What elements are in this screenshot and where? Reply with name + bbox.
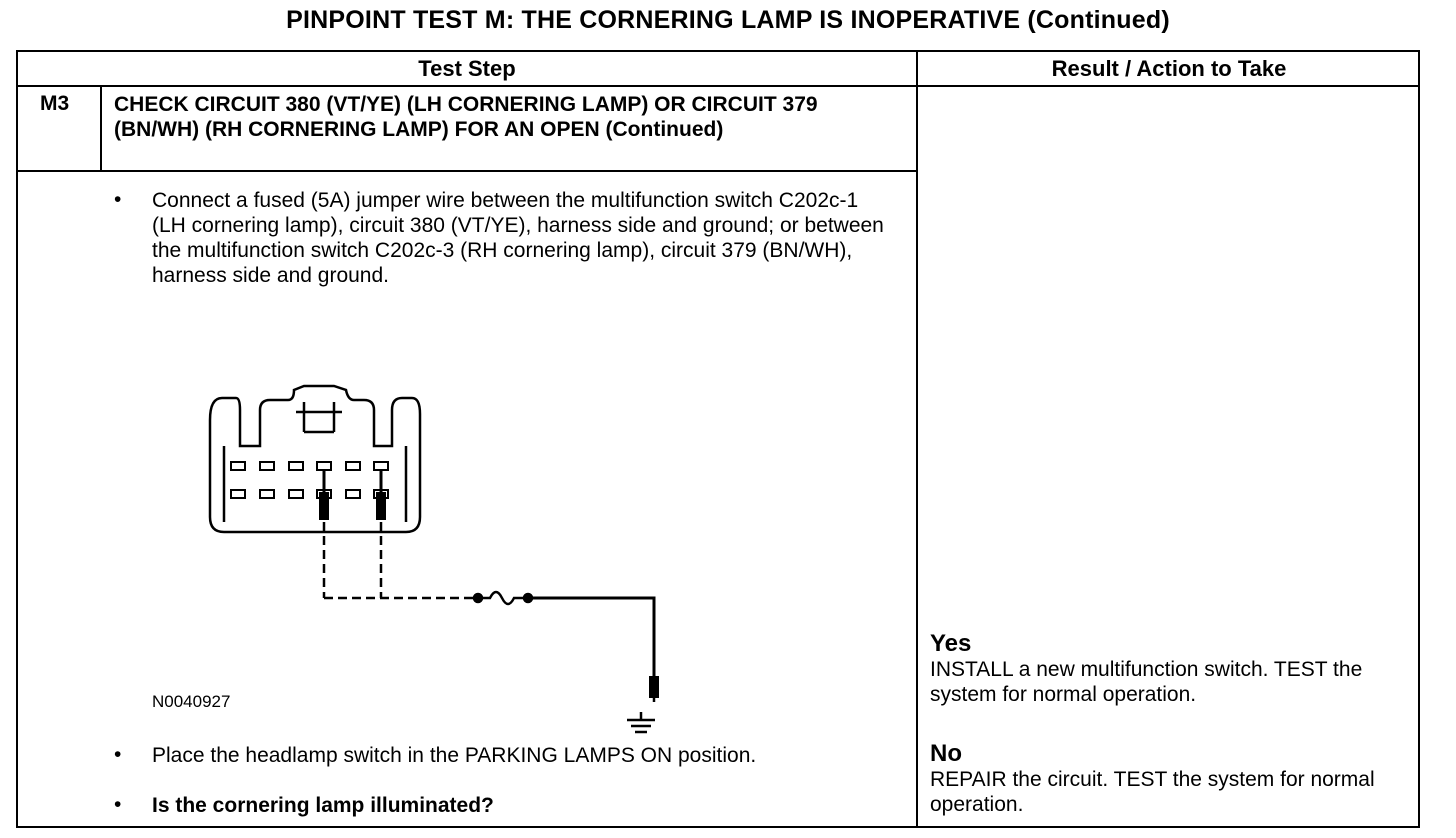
connector-body	[208, 384, 422, 534]
ground-icon	[627, 712, 655, 734]
step-id: M3	[40, 92, 70, 115]
pinpoint-test-table: Test Step Result / Action to Take M3 CHE…	[16, 50, 1420, 828]
result-no-label: No	[930, 740, 962, 767]
connector-latch	[296, 402, 342, 434]
instruction-connect-jumper: Connect a fused (5A) jumper wire between…	[152, 189, 884, 287]
result-no-action: REPAIR the circuit. TEST the system for …	[930, 768, 1375, 816]
page-title: PINPOINT TEST M: THE CORNERING LAMP IS I…	[286, 6, 1170, 34]
header-result: Result / Action to Take	[1051, 56, 1287, 81]
probe-tips	[319, 492, 386, 520]
connector-inner-wall	[222, 446, 408, 522]
terminal-row-upper	[230, 461, 389, 471]
header-test-step: Test Step	[418, 56, 516, 81]
terminal-row-lower	[230, 489, 389, 499]
bullet: •	[114, 743, 122, 766]
connector-jumper-diagram	[208, 384, 659, 702]
figure-id: N0040927	[152, 692, 231, 711]
ground-wire	[532, 596, 656, 682]
result-yes-action: INSTALL a new multifunction switch. TEST…	[930, 658, 1363, 706]
jumper-wire-dashed	[322, 522, 476, 600]
bullet: •	[114, 793, 122, 816]
fuse-5a	[472, 590, 534, 606]
step-id-divider	[100, 85, 102, 172]
test-question: Is the cornering lamp illuminated?	[152, 794, 494, 817]
instruction-headlamp-switch: Place the headlamp switch in the PARKING…	[152, 744, 757, 767]
result-yes-label: Yes	[930, 630, 972, 657]
column-divider	[916, 52, 918, 828]
bullet: •	[114, 188, 122, 211]
header-divider	[18, 85, 1420, 87]
ground-clip	[649, 676, 659, 698]
step-title-divider	[18, 170, 917, 172]
step-title: CHECK CIRCUIT 380 (VT/YE) (LH CORNERING …	[114, 93, 818, 141]
